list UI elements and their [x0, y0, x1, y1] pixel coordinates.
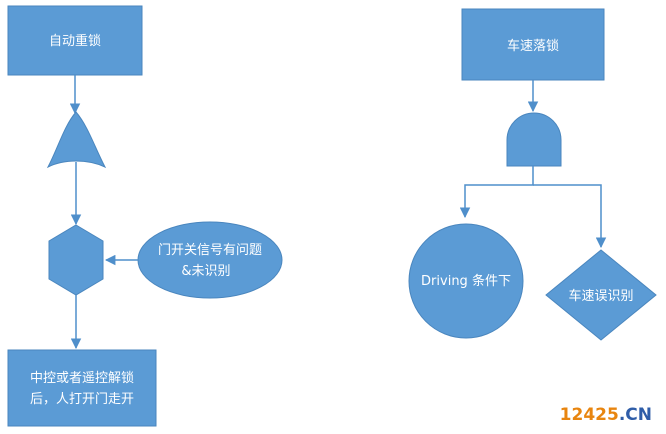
- auto-relock-box: [7, 5, 143, 76]
- hexagon-shape: [48, 224, 104, 296]
- unlock-scenario-line2: 后，人打开门走开: [30, 392, 134, 407]
- watermark: 12425.CN: [560, 405, 652, 425]
- auto-relock-label: 自动重锁: [49, 33, 101, 49]
- connector-and-gate-to-diamond: [533, 184, 607, 249]
- speed-misrecognition-label: 车速误识别: [568, 288, 633, 304]
- watermark-number: 12425: [560, 405, 619, 425]
- unlock-scenario-box: [7, 349, 157, 427]
- door-signal-condition-line2: &未识别: [181, 264, 230, 279]
- or-gate-shape: [46, 111, 107, 169]
- watermark-suffix: .CN: [619, 405, 652, 425]
- speed-misrecognition-diamond: [545, 249, 657, 341]
- driving-condition-circle: [408, 223, 524, 339]
- unlock-scenario-line1: 中控或者遥控解锁: [30, 370, 134, 386]
- and-gate-shape: [506, 112, 562, 167]
- door-signal-condition-ellipse: [137, 221, 283, 299]
- driving-condition-label: Driving 条件下: [421, 273, 511, 289]
- speed-lock-label: 车速落锁: [507, 38, 559, 54]
- connector-and-gate-to-circle: [459, 166, 534, 219]
- door-signal-condition-line1: 门开关信号有问题: [158, 243, 262, 258]
